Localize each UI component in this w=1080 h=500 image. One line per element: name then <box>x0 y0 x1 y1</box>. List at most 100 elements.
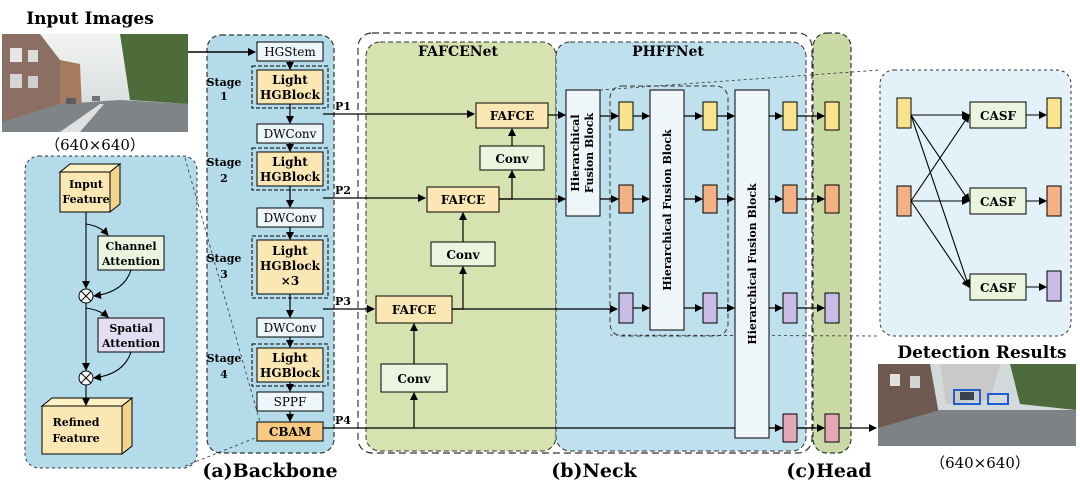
channel-attention-line2: Attention <box>101 255 160 268</box>
dwconv-label-1: DWConv <box>264 127 317 141</box>
hier-fusion-block-3 <box>734 89 770 439</box>
cbam-zoom-line-top <box>184 157 261 423</box>
spatial-attention-line2: Attention <box>101 337 160 350</box>
conv-label-3: Conv <box>397 372 431 386</box>
hier-fusion-3-label: Hierarchical Fusion Block <box>746 183 759 345</box>
feature-map-c3-p4 <box>782 413 798 443</box>
fafce-label-3: FAFCE <box>392 303 436 317</box>
detection-results-title: Detection Results <box>897 343 1066 363</box>
stage1-label-a: Stage <box>207 76 242 89</box>
spatial-attention-line1: Spatial <box>109 322 152 335</box>
head-feature-bot <box>824 292 840 324</box>
p1-label: P1 <box>335 100 351 113</box>
multiply-node-2 <box>78 370 94 386</box>
light-hgblock-4-line2: HGBlock <box>260 366 321 380</box>
light-hgblock-2-line2: HGBlock <box>260 170 321 184</box>
feature-map-c2-mid <box>702 184 718 214</box>
feature-map-c1-bot <box>618 292 634 324</box>
input-size: （640×640） <box>45 136 145 154</box>
fafcenet-arrows <box>410 111 618 428</box>
stage1-label-b: 1 <box>220 90 228 103</box>
input-feature-line2: Feature <box>62 193 109 206</box>
neck-section-label: (b)Neck <box>551 460 637 482</box>
hier-fusion-2-label: Hierarchical Fusion Block <box>661 129 674 291</box>
cbam-label: CBAM <box>269 425 311 439</box>
phffnet-inner-frame <box>609 85 729 337</box>
multiply-node-1 <box>78 288 94 304</box>
p2-label: P2 <box>335 184 351 197</box>
input-feature-cube <box>58 162 122 214</box>
casf-in-yellow <box>896 97 912 129</box>
light-hgblock-2-line1: Light <box>272 155 308 169</box>
phffnet-arrows <box>600 112 877 432</box>
stage2-label-b: 2 <box>220 172 228 185</box>
conv-block-1 <box>479 145 545 171</box>
hier-fusion-1-line2: Fusion Block <box>583 112 596 193</box>
input-feature-line1: Input <box>69 178 104 191</box>
fafce-block-1 <box>475 102 549 129</box>
head-feature-p4 <box>824 413 840 443</box>
conv-label-1: Conv <box>495 152 529 166</box>
stage3-label-a: Stage <box>207 252 242 265</box>
head-section-label: (c)Head <box>786 460 871 482</box>
feature-map-c2-bot <box>702 292 718 324</box>
hier-fusion-block-2 <box>649 89 685 331</box>
channel-attention-line1: Channel <box>105 240 156 253</box>
feature-map-c3-bot <box>782 292 798 324</box>
input-images-title: Input Images <box>26 9 154 29</box>
casf-arrows <box>910 111 1047 291</box>
head-feature-top <box>824 101 840 131</box>
casf-block-2 <box>969 187 1027 215</box>
feature-map-c3-top <box>782 101 798 131</box>
stage4-label-a: Stage <box>207 352 242 365</box>
casf-zoom-line-top <box>599 69 881 91</box>
dwconv-label-3: DWConv <box>264 321 317 335</box>
feature-map-c1-mid <box>618 184 634 214</box>
refined-feature-line1: Refined <box>53 416 100 429</box>
results-size: （640×640） <box>930 454 1030 472</box>
hier-fusion-block-1 <box>565 89 601 217</box>
hgstem-label: HGStem <box>264 45 316 59</box>
light-hgblock-1 <box>256 69 324 105</box>
light-hgblock-4 <box>256 347 324 383</box>
fafce-label-1: FAFCE <box>490 109 534 123</box>
p-feature-lines <box>323 110 815 429</box>
hier-fusion-1-line1: Hierarchical <box>569 114 582 191</box>
stage2-label-a: Stage <box>207 156 242 169</box>
stage3-label-b: 3 <box>220 268 228 281</box>
phffnet-title: PHFFNet <box>632 44 704 60</box>
casf-in-orange <box>896 185 912 217</box>
light-hgblock-3-line3: ×3 <box>281 274 299 288</box>
casf-label-2: CASF <box>980 195 1017 209</box>
fafce-block-3 <box>375 295 453 324</box>
light-hgblock-1-line2: HGBlock <box>260 88 321 102</box>
light-hgblock-3-line2: HGBlock <box>260 259 321 273</box>
casf-label-1: CASF <box>980 109 1017 123</box>
fafcenet-title: FAFCENet <box>418 44 498 60</box>
dwconv-label-2: DWConv <box>264 211 317 225</box>
head-panel <box>812 32 852 454</box>
feature-map-c1-top <box>618 101 634 131</box>
casf-label-3: CASF <box>980 281 1017 295</box>
backbone-section-label: (a)Backbone <box>202 460 337 482</box>
feature-map-c2-top <box>702 101 718 131</box>
conv-label-2: Conv <box>446 248 480 262</box>
p3-label: P3 <box>335 295 351 308</box>
p4-label: P4 <box>335 414 351 427</box>
head-feature-mid <box>824 184 840 214</box>
light-hgblock-3-line1: Light <box>272 244 308 258</box>
cbam-detail-panel <box>24 155 198 469</box>
sppf-label: SPPF <box>274 395 307 409</box>
casf-out-yellow <box>1046 97 1062 129</box>
feature-map-c3-mid <box>782 184 798 214</box>
stage4-label-b: 4 <box>220 368 228 381</box>
detection-result-image <box>878 364 1076 446</box>
casf-out-orange <box>1046 185 1062 217</box>
light-hgblock-4-line1: Light <box>272 351 308 365</box>
neck-outer-frame <box>357 32 813 454</box>
fafce-label-2: FAFCE <box>441 193 485 207</box>
input-image <box>2 34 188 132</box>
cbam-zoom-line-bottom <box>184 435 261 467</box>
